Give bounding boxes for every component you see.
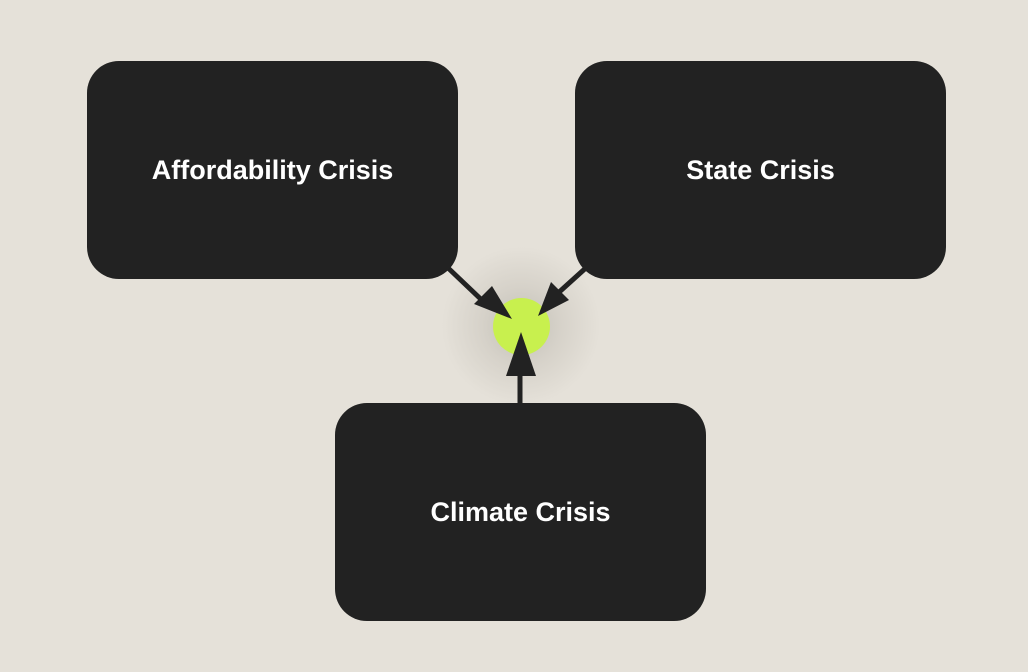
node-affordability-crisis[interactable]: Affordability Crisis xyxy=(87,61,458,279)
node-label: Climate Crisis xyxy=(430,496,611,527)
node-state-crisis[interactable]: State Crisis xyxy=(575,61,946,279)
node-label: State Crisis xyxy=(686,154,835,185)
hub-node[interactable] xyxy=(493,298,550,355)
node-climate-crisis[interactable]: Climate Crisis xyxy=(335,403,706,621)
node-label: Affordability Crisis xyxy=(151,154,394,185)
